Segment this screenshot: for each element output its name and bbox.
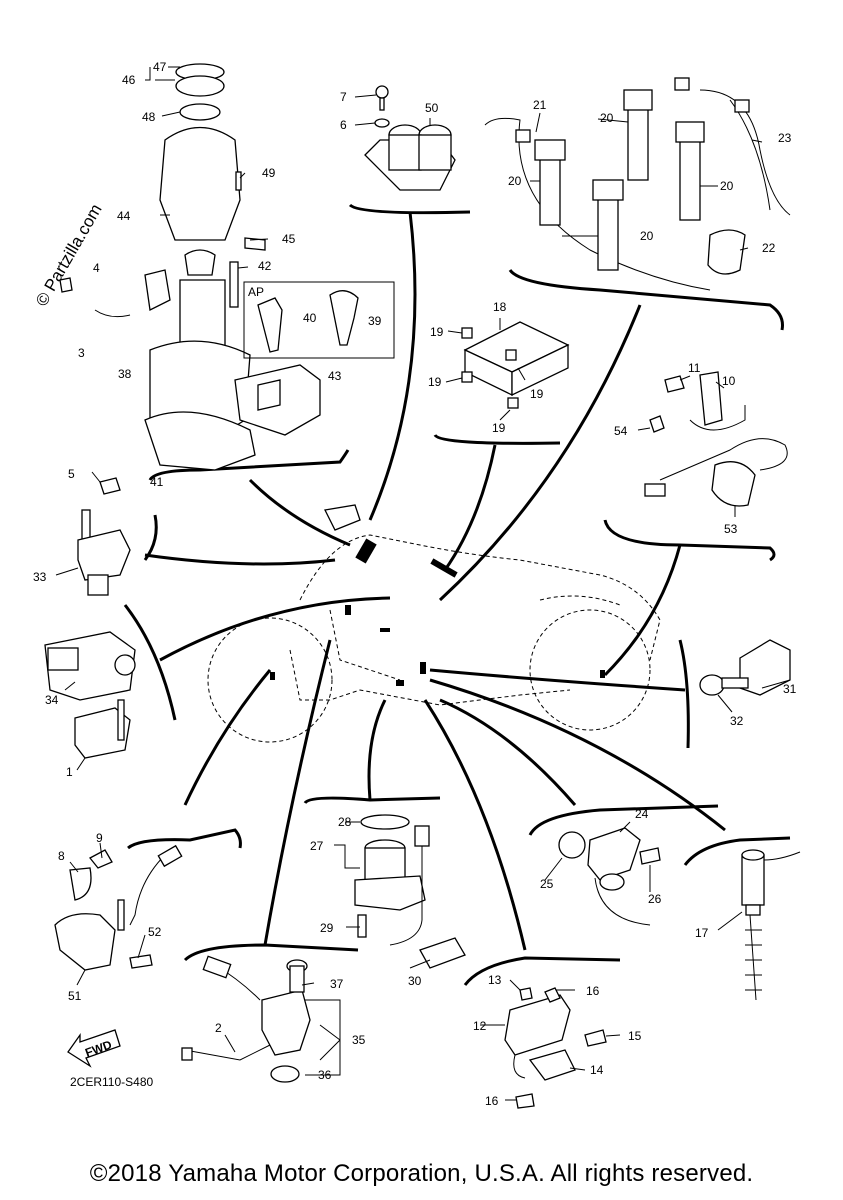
callout-20a: 20 (600, 111, 614, 125)
callout-30: 30 (408, 974, 422, 988)
callout-19c: 19 (530, 387, 544, 401)
callout-45: 45 (282, 232, 296, 246)
bike-location-marks (270, 504, 605, 686)
callout-33: 33 (33, 570, 47, 584)
callout-50: 50 (425, 101, 439, 115)
callout-2: 2 (215, 1021, 222, 1035)
callout-17: 17 (695, 926, 709, 940)
callout-7: 7 (340, 90, 347, 104)
sensor-33-group (77, 477, 131, 596)
callout-52: 52 (148, 925, 162, 939)
callout-16b: 16 (485, 1094, 499, 1108)
callout-27: 27 (310, 839, 324, 853)
callout-40: 40 (303, 311, 317, 325)
callout-5: 5 (68, 467, 75, 481)
callout-25: 25 (540, 877, 554, 891)
callout-20b: 20 (508, 174, 522, 188)
callout-47: 47 (153, 60, 167, 74)
callout-13: 13 (488, 973, 502, 987)
main-switch-group (59, 63, 395, 471)
switch-24-group (558, 827, 661, 926)
callout-lines (55, 66, 791, 1101)
callout-9: 9 (96, 831, 103, 845)
callout-41: 41 (150, 475, 164, 489)
callout-14: 14 (590, 1063, 604, 1077)
sensor-bracket-group (644, 371, 788, 507)
callout-31: 31 (783, 682, 797, 696)
callout-38: 38 (118, 367, 132, 381)
callout-19a: 19 (430, 325, 444, 339)
fwd-arrow-icon (67, 1029, 121, 1068)
callout-32: 32 (730, 714, 744, 728)
callout-51: 51 (68, 989, 82, 1003)
callout-39: 39 (368, 314, 382, 328)
callout-4: 4 (93, 261, 100, 275)
sensor-17-group (741, 849, 801, 1001)
callout-54: 54 (614, 424, 628, 438)
callout-16a: 16 (586, 984, 600, 998)
diagram-code: 2CER110-S480 (70, 1075, 154, 1089)
callout-19d: 19 (492, 421, 506, 435)
sensor-35-group (181, 955, 311, 1083)
sensor-31-group (699, 639, 791, 696)
ap-label: AP (248, 285, 264, 299)
copyright-notice: ©2018 Yamaha Motor Corporation, U.S.A. A… (89, 1160, 754, 1187)
callout-34: 34 (45, 693, 59, 707)
callout-10: 10 (722, 374, 736, 388)
callout-48: 48 (142, 110, 156, 124)
callout-23: 23 (778, 131, 792, 145)
callout-18: 18 (493, 300, 507, 314)
crank-sensor-group (54, 844, 183, 971)
callout-20c: 20 (720, 179, 734, 193)
callout-36: 36 (318, 1068, 332, 1082)
ecu-group (461, 321, 570, 409)
callout-3: 3 (78, 346, 85, 360)
callout-8: 8 (58, 849, 65, 863)
callout-35: 35 (352, 1033, 366, 1047)
callout-49: 49 (262, 166, 276, 180)
callout-42: 42 (258, 259, 272, 273)
callout-24: 24 (635, 807, 649, 821)
callout-29: 29 (320, 921, 334, 935)
relay-group (364, 85, 456, 191)
callout-43: 43 (328, 369, 342, 383)
callout-11: 11 (688, 361, 701, 375)
callout-37: 37 (330, 977, 344, 991)
callout-46: 46 (122, 73, 136, 87)
callout-20d: 20 (640, 229, 654, 243)
motorcycle-outline (207, 534, 661, 743)
callout-53: 53 (724, 522, 738, 536)
ignition-coil-group (484, 77, 791, 291)
callout-26: 26 (648, 892, 662, 906)
callout-1: 1 (66, 765, 73, 779)
sensor-34-group (44, 631, 136, 759)
group-brackets (123, 203, 791, 986)
leader-lines (144, 211, 726, 951)
callout-21: 21 (533, 98, 547, 112)
callout-15: 15 (628, 1029, 642, 1043)
callout-labels: 47 46 48 49 44 45 42 4 3 40 39 38 43 41 … (33, 60, 797, 1108)
callout-12: 12 (473, 1019, 487, 1033)
callout-6: 6 (340, 118, 347, 132)
callout-28: 28 (338, 815, 352, 829)
callout-19b: 19 (428, 375, 442, 389)
callout-44: 44 (117, 209, 131, 223)
relay-12-group (504, 987, 607, 1109)
callout-22: 22 (762, 241, 776, 255)
solenoid-group (354, 814, 466, 969)
